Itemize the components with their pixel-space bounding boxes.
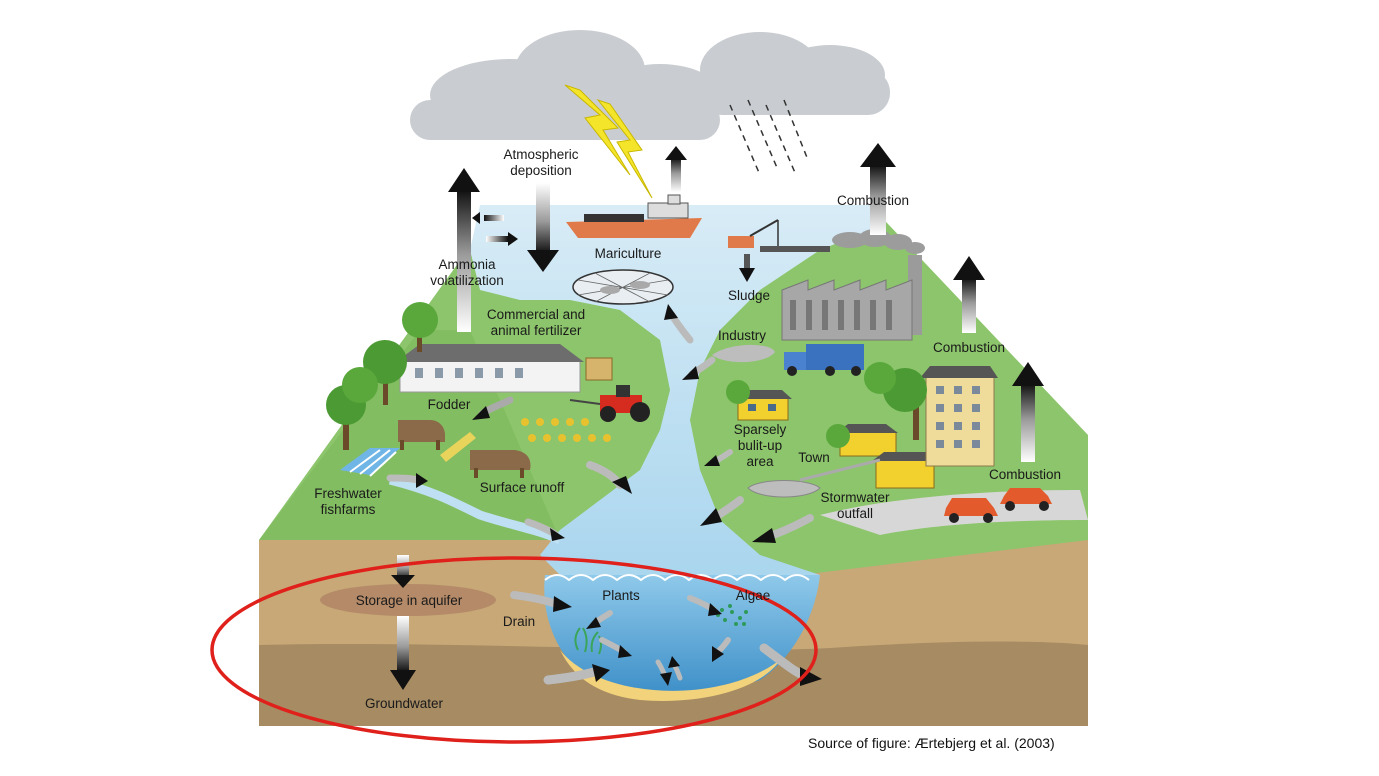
lightning-icon	[564, 84, 653, 199]
highlight-ellipse	[210, 556, 818, 744]
algae-arrow	[687, 595, 722, 616]
basin-arrow-3	[668, 656, 683, 681]
river-water	[388, 205, 880, 580]
rain-icon	[729, 99, 809, 176]
label-sludge: Sludge	[727, 288, 771, 303]
label-town: Town	[798, 450, 830, 465]
house-icon-3	[872, 452, 938, 489]
car-icon	[944, 498, 998, 523]
combustion-mid-arrow	[953, 256, 985, 333]
ammonia-up-arrow	[448, 168, 480, 332]
label-drain: Drain	[502, 614, 536, 629]
mariculture-arrow	[664, 304, 694, 344]
cow-icon-2	[470, 450, 531, 478]
ship-icon	[566, 194, 702, 238]
groundwater-down-arrow	[390, 616, 416, 690]
stormwater-outfall-icon	[747, 480, 821, 498]
industry-outlet	[712, 344, 775, 363]
factory-icon	[781, 255, 922, 341]
basin-arrow-2	[655, 659, 672, 686]
label-combustion-mid: Combustion	[932, 340, 1006, 355]
industry-arrow	[682, 356, 716, 380]
cow-icon	[398, 420, 445, 450]
crops	[521, 418, 611, 442]
hay-bale	[440, 432, 476, 462]
seaweed-icon	[574, 627, 602, 655]
fish-net-icon	[572, 269, 674, 305]
label-groundwater: Groundwater	[364, 696, 444, 711]
underwater-basin	[544, 574, 820, 701]
label-fodder: Fodder	[427, 397, 471, 412]
fishfarm-arrow	[386, 473, 428, 488]
town-arrow	[700, 496, 744, 526]
stream-arrow	[524, 518, 565, 541]
label-surface-runoff: Surface runoff	[479, 480, 565, 495]
label-algae: Algae	[735, 588, 771, 603]
sparse-arrow	[704, 449, 733, 466]
town-trees	[726, 362, 927, 448]
combustion-cars-arrow	[1012, 362, 1044, 462]
silo-icon	[585, 357, 613, 381]
fishfarm-ponds-icon	[340, 448, 400, 477]
apartment-building-icon	[920, 366, 998, 467]
car-icon-2	[1000, 488, 1052, 511]
basin-arrow-1	[599, 637, 632, 658]
plants-arrow	[586, 610, 613, 629]
aquifer-down-arrow	[391, 555, 415, 588]
truck-icon	[784, 344, 864, 376]
farm-building-icon	[396, 344, 584, 393]
ammonia-side-arrow-2	[486, 232, 518, 246]
drain-arrow	[510, 591, 572, 612]
trees	[326, 302, 438, 450]
label-storage-in-aquifer: Storage in aquifer	[355, 593, 463, 608]
clouds	[410, 30, 890, 140]
crane-icon	[728, 219, 830, 252]
flow-arrows	[386, 212, 822, 686]
label-combustion-cars: Combustion	[988, 467, 1062, 482]
ship-emission-up-arrow	[665, 146, 687, 192]
source-credit: Source of figure: Ærtebjerg et al. (2003…	[808, 735, 1055, 751]
label-industry: Industry	[717, 328, 767, 343]
sediment-out-arrow-left	[543, 664, 610, 685]
aquifer-pool	[320, 584, 496, 616]
label-mariculture: Mariculture	[594, 246, 662, 261]
label-combustion-top: Combustion	[836, 193, 910, 208]
sludge-down-arrow	[739, 254, 755, 282]
deposition-down-arrow	[527, 183, 559, 272]
stormwater-arrow	[752, 514, 814, 543]
tractor-icon	[569, 385, 650, 422]
ammonia-side-arrow-1	[472, 212, 504, 224]
label-plants: Plants	[602, 588, 640, 603]
fodder-arrow	[472, 396, 514, 420]
combustion-top-arrow	[860, 143, 896, 235]
basin-arrow-4	[712, 637, 731, 662]
runoff-arrow	[586, 461, 632, 494]
